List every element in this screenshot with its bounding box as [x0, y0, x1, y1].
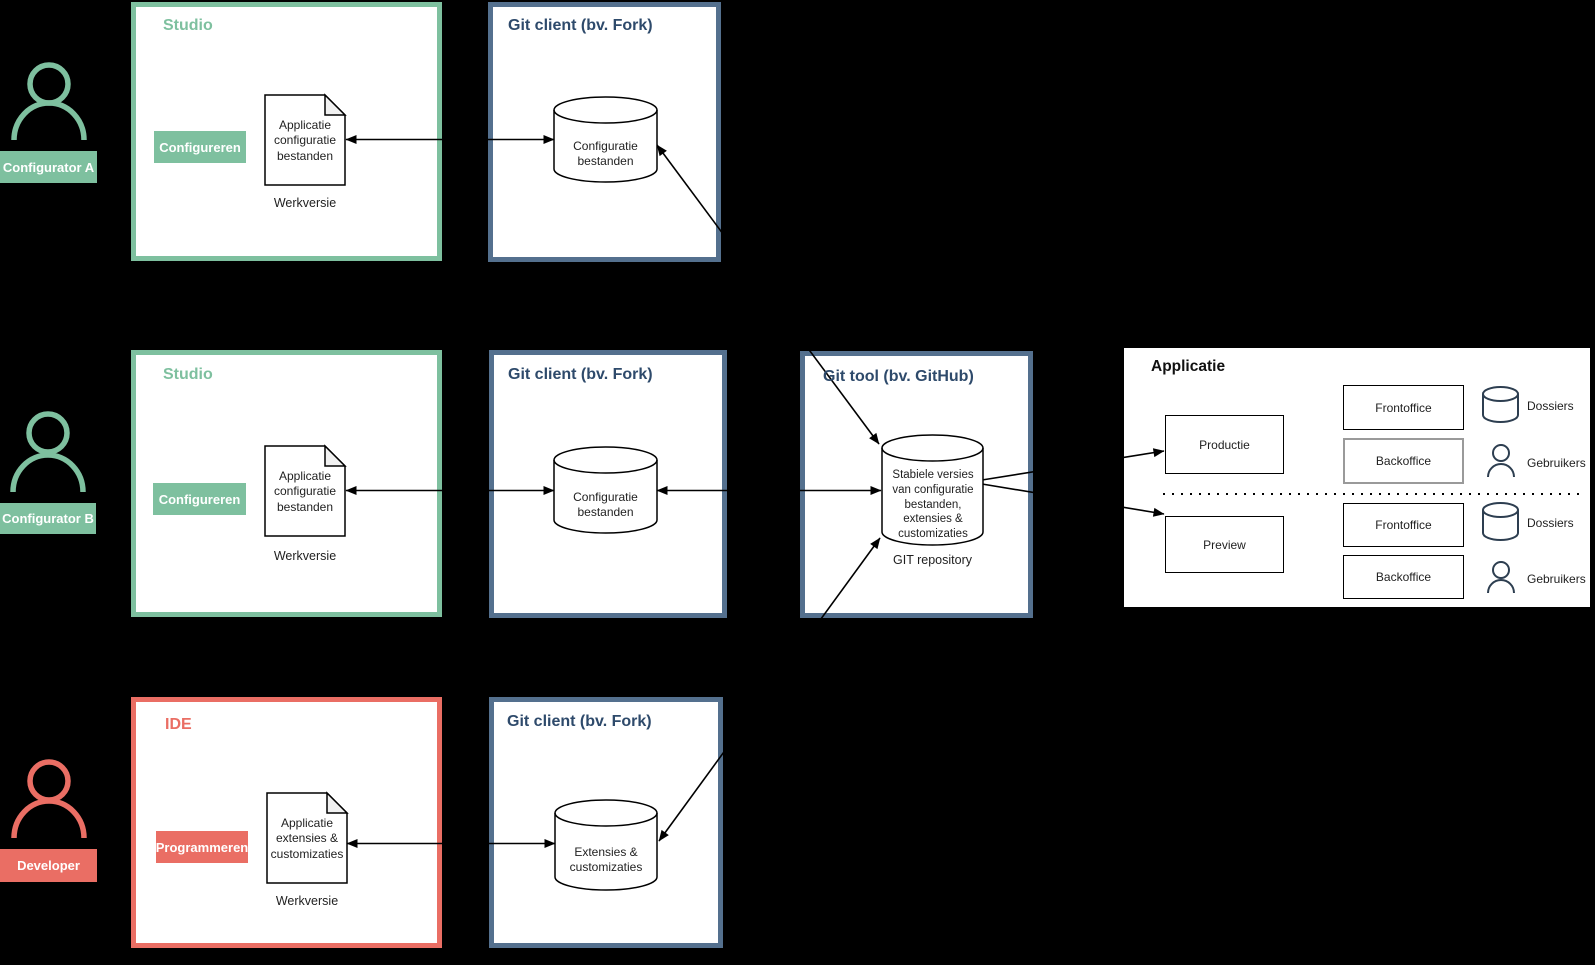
configurator-b-text: Configurator B	[2, 511, 94, 526]
configurator-a-person-icon	[11, 62, 87, 141]
gebruikers-label-bottom: Gebruikers	[1527, 572, 1586, 586]
productie-node: Productie	[1165, 415, 1284, 474]
db-text-b: Configuratie bestanden	[573, 489, 638, 519]
git-tool-title: Git tool (bv. GitHub)	[823, 368, 974, 385]
frontoffice-node-bottom: Frontoffice	[1343, 503, 1464, 547]
frontoffice-node-top: Frontoffice	[1343, 385, 1464, 430]
configurator-a-label: Configurator A	[0, 151, 97, 183]
developer-person-icon	[11, 759, 87, 839]
ide-title: IDE	[165, 716, 192, 733]
git-repo-db-text: Stabiele versies van configuratie bestan…	[892, 468, 974, 541]
studio-a-title: Studio	[163, 17, 213, 34]
git-client-c-box	[489, 697, 723, 948]
werkversie-caption-b: Werkversie	[273, 549, 337, 563]
werkversie-caption-a: Werkversie	[273, 196, 337, 210]
developer-text: Developer	[17, 858, 80, 873]
git-repository-caption: GIT repository	[893, 553, 972, 567]
developer-label: Developer	[0, 849, 97, 882]
backoffice-node-top: Backoffice	[1343, 438, 1464, 484]
programmeren-button: Programmeren	[156, 831, 248, 863]
configureren-button-a: Configureren	[154, 131, 246, 163]
doc-text-b: Applicatie configuratie bestanden	[273, 468, 337, 514]
connectors	[345, 135, 1165, 848]
db-text-c: Extensies & customizaties	[569, 844, 643, 874]
werkversie-caption-c: Werkversie	[275, 894, 339, 908]
studio-b-title: Studio	[163, 366, 213, 383]
preview-node: Preview	[1165, 516, 1284, 573]
git-client-b-title: Git client (bv. Fork)	[508, 366, 653, 383]
doc-text-a: Applicatie configuratie bestanden	[273, 117, 337, 163]
git-client-a-title: Git client (bv. Fork)	[508, 17, 653, 34]
configureren-button-b: Configureren	[153, 483, 246, 515]
db-text-a: Configuratie bestanden	[573, 138, 638, 168]
dossiers-label-top: Dossiers	[1527, 399, 1574, 413]
git-client-c-title: Git client (bv. Fork)	[507, 713, 652, 730]
applicatie-title: Applicatie	[1151, 358, 1226, 375]
doc-text-c: Applicatie extensies & customizaties	[270, 815, 344, 861]
configurator-b-person-icon	[10, 411, 86, 493]
configurator-b-label: Configurator B	[0, 503, 96, 534]
dossiers-label-bottom: Dossiers	[1527, 516, 1574, 530]
backoffice-node-bottom: Backoffice	[1343, 555, 1464, 599]
gebruikers-label-top: Gebruikers	[1527, 456, 1586, 470]
configurator-a-text: Configurator A	[2, 159, 95, 175]
